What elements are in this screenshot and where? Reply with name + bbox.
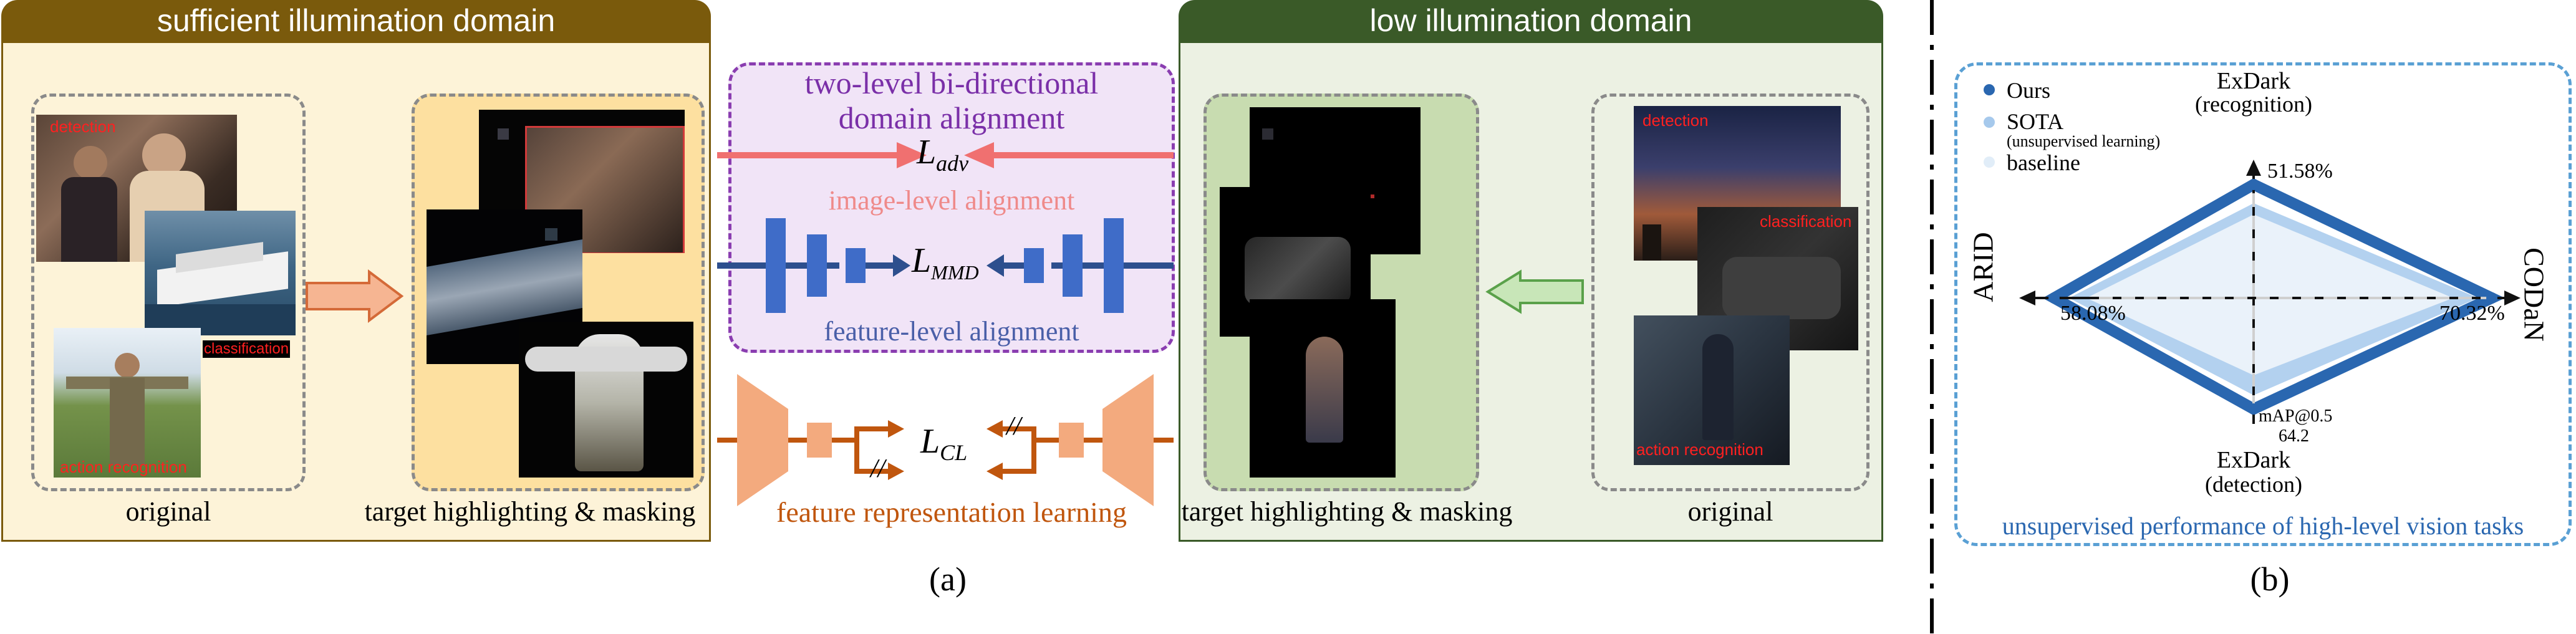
panel-a-label: (a): [929, 560, 967, 598]
axis-top-arrow: [2246, 160, 2261, 176]
radar-point-right: [2486, 292, 2497, 304]
l-cl-label: LCL: [920, 422, 968, 466]
masked-action-photo-left: [519, 322, 693, 478]
arrow-right-icon: [306, 269, 404, 323]
action-tag-left: action recognition: [60, 458, 187, 476]
classification-photo-left: [145, 211, 296, 335]
value-left: 58.08%: [2060, 302, 2126, 325]
arrow-left-icon: [1485, 269, 1584, 314]
cl-network: [717, 374, 1174, 506]
original-left-caption: original: [125, 496, 211, 527]
feature-representation-label: feature representation learning: [776, 496, 1127, 528]
adversarial-arrows: [717, 142, 1174, 168]
low-illumination-header: low illumination domain: [1179, 0, 1883, 41]
legend-sota-marker: [1984, 117, 1995, 128]
axis-left-arrow: [2019, 291, 2035, 305]
mmd-network: [717, 218, 1174, 313]
value-top: 51.58%: [2267, 160, 2333, 183]
legend-baseline-label: baseline: [2007, 150, 2080, 175]
radar-point-top: [2248, 179, 2259, 190]
legend-ours-label: Ours: [2007, 78, 2050, 103]
target-right-caption: target highlighting & masking: [1181, 496, 1513, 527]
image-level-alignment-label: image-level alignment: [828, 185, 1075, 216]
action-tag-right: action recognition: [1636, 440, 1763, 459]
action-photo-right: [1634, 315, 1790, 465]
target-left-caption: target highlighting & masking: [364, 496, 696, 527]
stop-gradient-left: //: [871, 454, 885, 483]
alignment-title-line-2: domain alignment: [838, 100, 1065, 135]
detection-tag-left: detection: [50, 117, 116, 136]
radar-chart: [1984, 84, 2521, 424]
detection-tag-right: detection: [1643, 111, 1709, 130]
original-right-caption: original: [1687, 496, 1773, 527]
original-right-box: [1591, 94, 1869, 491]
axis-top-label-2: (recognition): [2195, 92, 2312, 117]
value-bottom-2: 64.2: [2279, 426, 2309, 446]
panel-divider: [1930, 0, 1934, 634]
axis-right-label: CODaN: [2518, 247, 2550, 342]
radar-point-left: [2048, 292, 2060, 304]
stop-gradient-right: //: [1006, 412, 1021, 441]
panel-b-label: (b): [2250, 560, 2290, 598]
feature-level-alignment-label: feature-level alignment: [824, 316, 1079, 347]
axis-right-arrow: [2504, 291, 2521, 305]
axis-left-label: ARID: [1967, 232, 1999, 302]
value-right: 70.32%: [2439, 302, 2505, 325]
radar-point-bottom: [2248, 403, 2259, 415]
l-adv-label: Ladv: [917, 133, 969, 176]
classification-tag-left: classification: [203, 340, 291, 358]
sufficient-illumination-header: sufficient illumination domain: [1, 0, 711, 41]
alignment-title-line-1: two-level bi-directional: [804, 65, 1099, 100]
legend-baseline-marker: [1984, 156, 1995, 168]
classification-tag-right: classification: [1760, 212, 1852, 231]
value-bottom-1: mAP@0.5: [2259, 406, 2333, 426]
radar-baseline-area-inner: [2086, 214, 2453, 375]
legend-sota-sub: (unsupervised learning): [2007, 132, 2161, 150]
l-mmd-label: LMMD: [912, 241, 979, 284]
axis-top-label-1: ExDark: [2216, 68, 2291, 94]
legend-ours-marker: [1984, 84, 1995, 95]
masked-action-photo-right: [1250, 299, 1396, 478]
action-photo-left: [54, 328, 201, 478]
radar-caption: unsupervised performance of high-level v…: [2002, 512, 2524, 540]
domain-alignment-box: [728, 62, 1175, 353]
axis-bottom-label-2: (detection): [2205, 472, 2302, 497]
axis-bottom-label-1: ExDark: [2216, 447, 2291, 473]
original-left-box: [31, 94, 306, 491]
legend-sota-label: SOTA: [2007, 109, 2064, 134]
